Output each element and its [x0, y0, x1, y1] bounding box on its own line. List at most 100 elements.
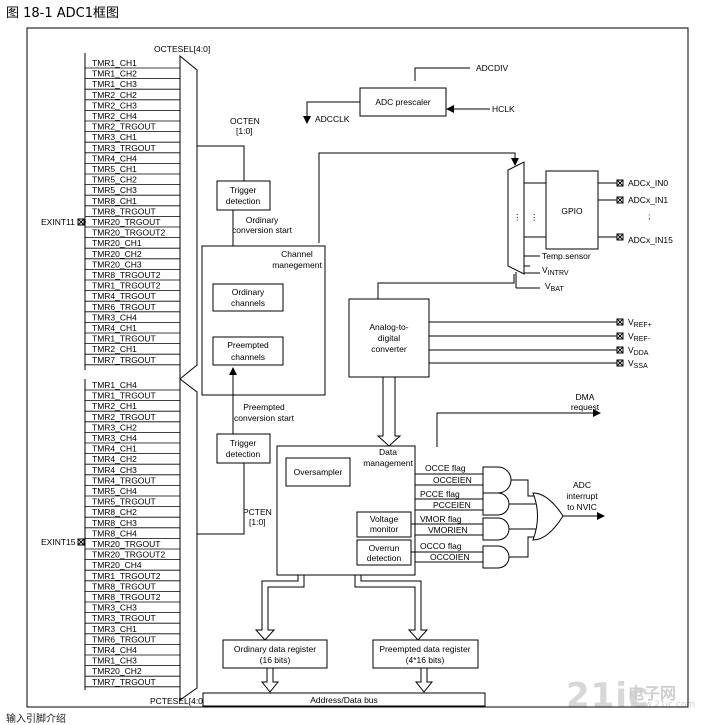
trigger-label: TMR7_TRGOUT: [92, 677, 156, 687]
channel-management: [201, 245, 326, 396]
to-preempted-register-arrow: [354, 574, 429, 641]
vdda-label: VDDA: [628, 345, 649, 357]
trigger-label: TMR2_CH1: [92, 344, 137, 354]
watermark-main: 21ic: [566, 676, 650, 716]
trigger-label: TMR4_CH2: [92, 454, 137, 464]
trigger-label: TMR20_TRGOUT: [92, 217, 160, 227]
trigger-label: TMR3_CH1: [92, 624, 137, 634]
interrupt-line3: to NVIC: [567, 502, 597, 512]
analog-input-mux: [507, 161, 525, 275]
overrun-line1: Overrun: [369, 543, 400, 553]
adc-prescaler: [359, 87, 447, 117]
trigger-label: TMR20_CH2: [92, 666, 142, 676]
trigger-label: TMR1_CH2: [92, 69, 137, 79]
trigger-label: TMR4_CH4: [92, 153, 137, 163]
voltage-monitor: [356, 511, 412, 538]
pcceien-label: PCCEIEN: [433, 500, 471, 510]
trigger-label: TMR2_CH4: [92, 111, 137, 121]
mux-bottom-label: PCTESEL[4:0]: [150, 696, 205, 706]
bottom-trigger-list: TMR1_CH4TMR1_TRGOUTTMR2_CH1TMR2_TRGOUTTM…: [85, 380, 180, 688]
trigger-label: TMR3_CH2: [92, 422, 137, 432]
occoien-label: OCCOIEN: [430, 552, 470, 562]
trigger-label: TMR8_CH3: [92, 518, 137, 528]
to-ordinary-register-arrow: [254, 574, 305, 641]
trigger-label: TMR3_TRGOUT: [92, 143, 156, 153]
trigger-label: TMR2_CH3: [92, 100, 137, 110]
channel-mgmt-line1: Channel: [281, 249, 313, 259]
preempted-channels-line2: channels: [231, 352, 265, 362]
ordinary-channels: [212, 283, 284, 312]
dma-line2: request: [571, 402, 600, 412]
trigger-label: TMR4_CH1: [92, 323, 137, 333]
and-gate-vmor: [482, 517, 510, 541]
adc-in15-label: ADCx_IN15: [628, 235, 673, 245]
trigger-top-line2: detection: [226, 196, 261, 206]
oversampler-block: [285, 457, 351, 487]
trigger-label: TMR1_TRGOUT: [92, 391, 156, 401]
trigger-label: TMR2_TRGOUT: [92, 122, 156, 132]
and-gate-occo: [482, 545, 510, 569]
voltage-monitor-line1: Voltage: [370, 514, 399, 524]
vref-minus-label: VREF-: [628, 331, 651, 343]
vssa-label: VSSA: [628, 358, 648, 370]
trigger-bottom-line2: detection: [226, 449, 261, 459]
trigger-label: TMR4_CH1: [92, 444, 137, 454]
trigger-label: TMR4_TRGOUT: [92, 291, 156, 301]
top-trigger-mux: [179, 54, 198, 381]
vref-plus-label: VREF+: [628, 317, 652, 329]
trigger-label: TMR4_CH4: [92, 645, 137, 655]
converter-to-data-arrow: [376, 376, 402, 447]
trigger-label: TMR8_CH2: [92, 507, 137, 517]
ordinary-channels-line1: Ordinary: [232, 287, 265, 297]
occeien-label: OCCEIEN: [433, 475, 472, 485]
trigger-label: TMR20_TRGOUT2: [92, 550, 165, 560]
address-data-bus: [202, 692, 486, 707]
trigger-label: TMR1_CH1: [92, 58, 137, 68]
trigger-label: TMR8_TRGOUT2: [92, 270, 161, 280]
interrupt-line1: ADC: [573, 480, 591, 490]
adc-in1-label: ADCx_IN1: [628, 195, 668, 205]
figure-title: 图 18-1 ADC1框图: [6, 6, 120, 21]
overrun-line2: detection: [367, 553, 402, 563]
converter-line3: converter: [371, 344, 407, 354]
trigger-label: TMR4_TRGOUT: [92, 475, 156, 485]
trigger-label: TMR8_TRGOUT: [92, 581, 156, 591]
exint-bottom-label: EXINT15: [41, 537, 76, 547]
trigger-label: TMR8_TRGOUT: [92, 206, 156, 216]
preempted-channels-line1: Preempted: [227, 340, 269, 350]
watermark-cn: 电子网: [628, 684, 677, 703]
trigger-label: TMR1_TRGOUT2: [92, 571, 161, 581]
pcce-flag-label: PCCE flag: [420, 489, 460, 499]
trigger-detection-top: [216, 180, 271, 211]
gpio-block: [545, 170, 599, 250]
trigger-label: TMR6_TRGOUT: [92, 302, 156, 312]
octen-bits: [1:0]: [236, 126, 253, 136]
preempted-conv-line1: Preempted: [243, 402, 285, 412]
trigger-label: TMR1_CH3: [92, 656, 137, 666]
pcten-bits: [1:0]: [249, 517, 266, 527]
trigger-label: TMR3_CH4: [92, 312, 137, 322]
trigger-label: TMR8_CH4: [92, 528, 137, 538]
adc-in0-label: ADCx_IN0: [628, 178, 668, 188]
trigger-label: TMR1_CH4: [92, 380, 137, 390]
converter-line1: Analog-to-: [369, 322, 408, 332]
preempted-data-register: [372, 639, 479, 669]
converter-line2: digital: [378, 333, 400, 343]
preempted-conv-line2: conversion start: [234, 413, 295, 423]
preempted-channels: [212, 336, 284, 366]
power-pins: [616, 318, 624, 367]
trigger-label: TMR20_TRGOUT: [92, 539, 160, 549]
trigger-label: TMR3_CH1: [92, 132, 137, 142]
trigger-label: TMR1_TRGOUT2: [92, 281, 161, 291]
watermark-url: www.21ic.com: [630, 700, 696, 710]
trigger-label: TMR5_CH2: [92, 175, 137, 185]
adc-prescaler-label: ADC prescaler: [375, 97, 430, 107]
interrupt-line2: interrupt: [566, 491, 598, 501]
trigger-detection-bottom: [216, 433, 271, 464]
trigger-label: TMR3_CH4: [92, 433, 137, 443]
voltage-monitor-line2: monitor: [370, 524, 399, 534]
ordinary-conv-line2: conversion start: [232, 225, 293, 235]
vmor-flag-label: VMOR flag: [420, 514, 462, 524]
trigger-label: TMR5_TRGOUT: [92, 497, 156, 507]
